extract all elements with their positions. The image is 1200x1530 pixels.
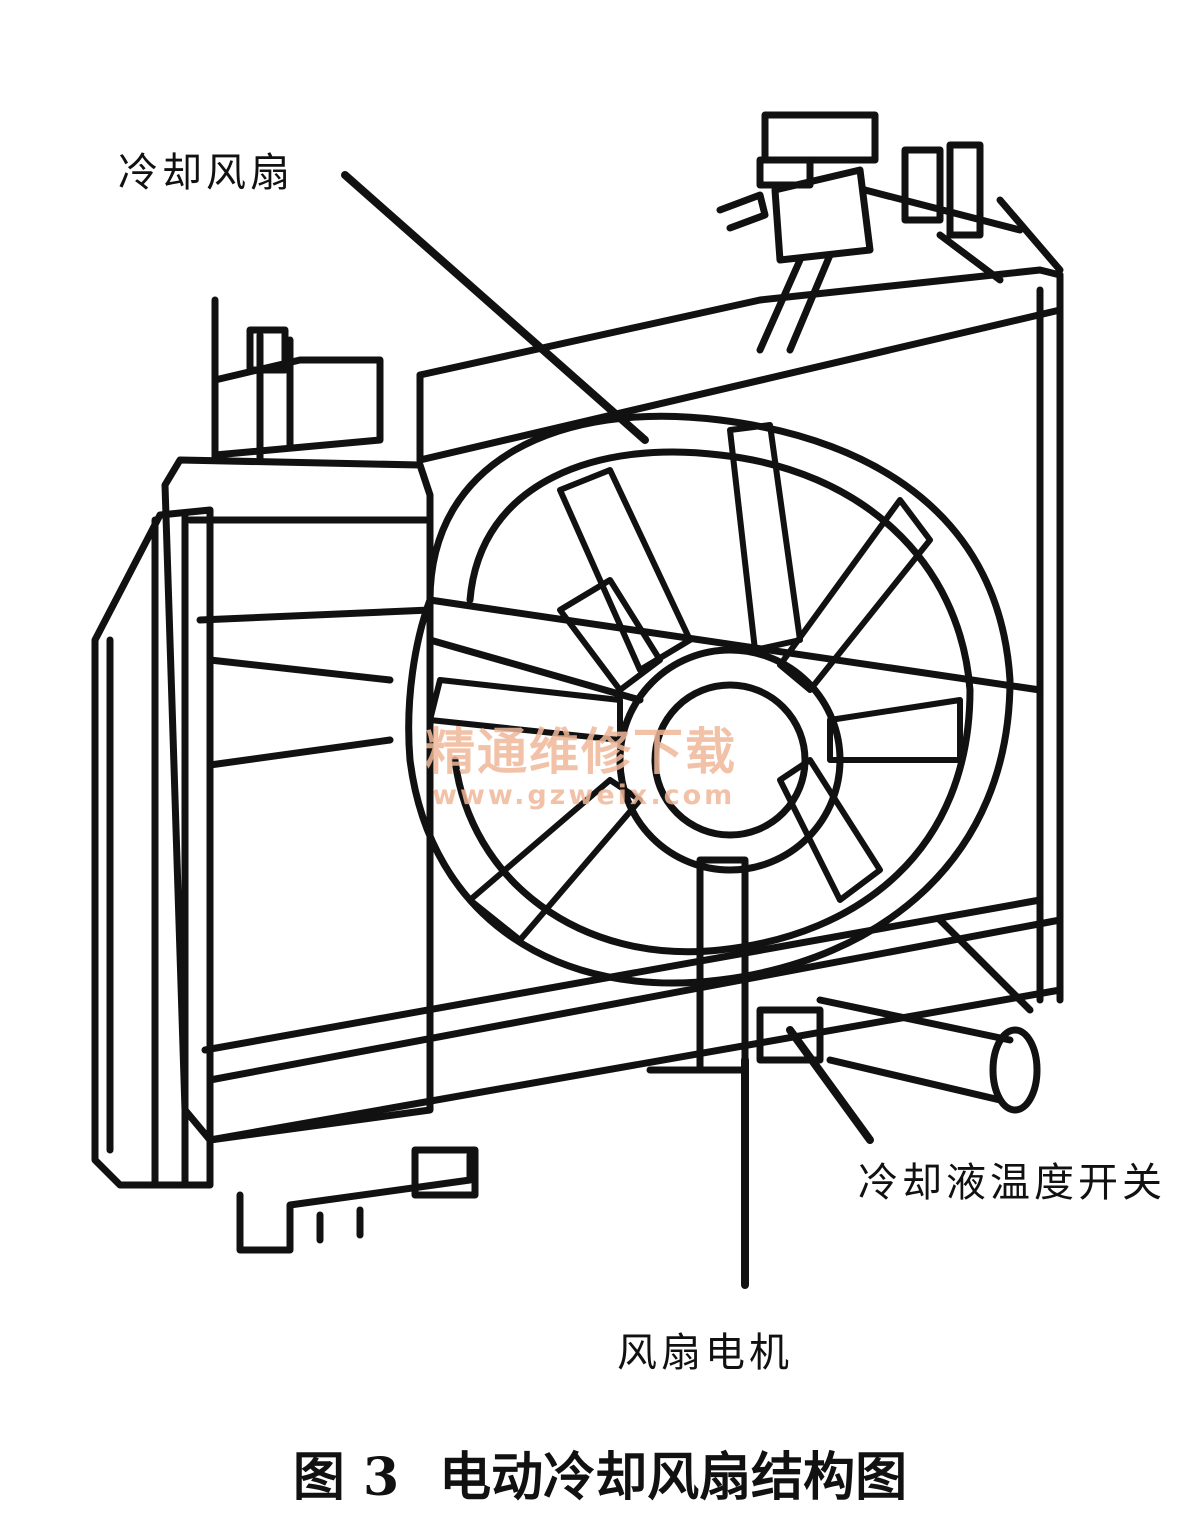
leader-lines bbox=[341, 171, 874, 1289]
radiator-bottom-bracket bbox=[236, 1146, 479, 1254]
radiator-filler-neck bbox=[716, 111, 1064, 354]
radiator-core bbox=[196, 266, 1064, 1144]
figure-caption: 图 3 电动冷却风扇结构图 bbox=[0, 1435, 1200, 1510]
radiator-side-frame bbox=[91, 506, 214, 1189]
label-coolant-temp-switch: 冷却液温度开关 bbox=[858, 1160, 1166, 1206]
watermark-url: www.gzweix.com bbox=[432, 780, 736, 811]
leader-line-cooling-fan bbox=[341, 171, 649, 444]
fan-blades bbox=[427, 422, 963, 943]
radiator-outlet-hose bbox=[756, 916, 1041, 1114]
fan-shroud bbox=[405, 412, 1014, 987]
figure-title: 电动冷却风扇结构图 bbox=[439, 1447, 908, 1508]
leader-line-temp-switch bbox=[786, 1026, 874, 1144]
fan-motor-hub bbox=[616, 646, 844, 1074]
label-cooling-fan: 冷却风扇 bbox=[118, 150, 294, 196]
label-fan-motor: 风扇电机 bbox=[617, 1330, 793, 1376]
watermark-text: 精通维修下载 bbox=[425, 722, 737, 781]
radiator-left-tank bbox=[161, 296, 434, 1144]
figure-number: 图 3 bbox=[292, 1447, 400, 1508]
